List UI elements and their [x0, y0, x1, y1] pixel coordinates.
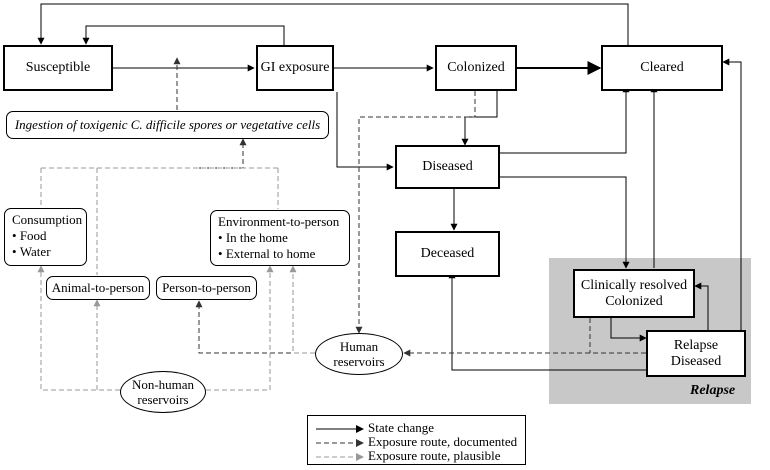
legend-item-plausible: Exposure route, plausible	[308, 448, 525, 464]
arrow-nonhuman-to-environment	[206, 265, 274, 391]
arrow-gi-exposure-to-diseased	[336, 92, 394, 171]
node-non-human-reservoirs: Non-human reservoirs	[120, 371, 206, 413]
node-gi-exposure: GI exposure	[256, 45, 334, 91]
node-diseased: Diseased	[395, 145, 500, 189]
node-clinically-resolved: Clinically resolved Colonized	[573, 269, 695, 318]
node-susceptible: Susceptible	[3, 45, 113, 91]
node-consumption: Consumption Food Water	[4, 208, 87, 266]
node-human-reservoirs: Human reservoirs	[315, 333, 403, 375]
arrow-diseased-to-cleared	[500, 85, 630, 154]
relapse-region-label: Relapse	[690, 383, 736, 398]
arrow-sources-to-ingestion	[199, 138, 247, 169]
arrow-colonized-to-diseased	[461, 91, 498, 146]
legend-swatch-documented	[316, 439, 364, 447]
node-ingestion: Ingestion of toxigenic C. difficile spor…	[6, 111, 329, 139]
arrow-gi-exposure-to-susceptible	[82, 25, 285, 45]
legend: State change Exposure route, documented …	[307, 415, 526, 465]
arrow-relapse-to-clinically-resolved	[694, 282, 709, 330]
node-deceased: Deceased	[395, 231, 500, 277]
arrow-human-reservoirs-to-person	[195, 300, 315, 354]
node-environment-to-person: Environment-to-person In the home Extern…	[210, 210, 350, 266]
arrow-relapse-to-cleared	[722, 58, 742, 330]
arrow-colonized-to-human-reservoirs	[355, 91, 476, 334]
legend-swatch-solid	[316, 425, 364, 433]
plausible-exposure-arrows	[37, 167, 315, 391]
arrow-relapse-to-deceased	[448, 271, 646, 371]
node-relapse-diseased: Relapse Diseased	[646, 330, 746, 377]
state-change-arrows	[37, 3, 742, 371]
legend-item-documented: Exposure route, documented	[308, 434, 525, 450]
arrow-cleared-to-susceptible	[37, 3, 629, 45]
node-person-to-person: Person-to-person	[156, 276, 257, 300]
legend-swatch-plausible	[316, 453, 364, 461]
node-cleared: Cleared	[601, 45, 723, 91]
arrow-clinically-resolved-to-relapse	[610, 318, 647, 342]
legend-item-state-change: State change	[308, 420, 525, 436]
arrow-diseased-to-clinically-resolved	[500, 176, 630, 269]
node-animal-to-person: Animal-to-person	[46, 276, 150, 300]
arrow-human-reservoirs-to-environment	[289, 265, 315, 354]
arrow-nonhuman-to-consumption	[37, 265, 120, 391]
node-colonized: Colonized	[435, 45, 517, 91]
